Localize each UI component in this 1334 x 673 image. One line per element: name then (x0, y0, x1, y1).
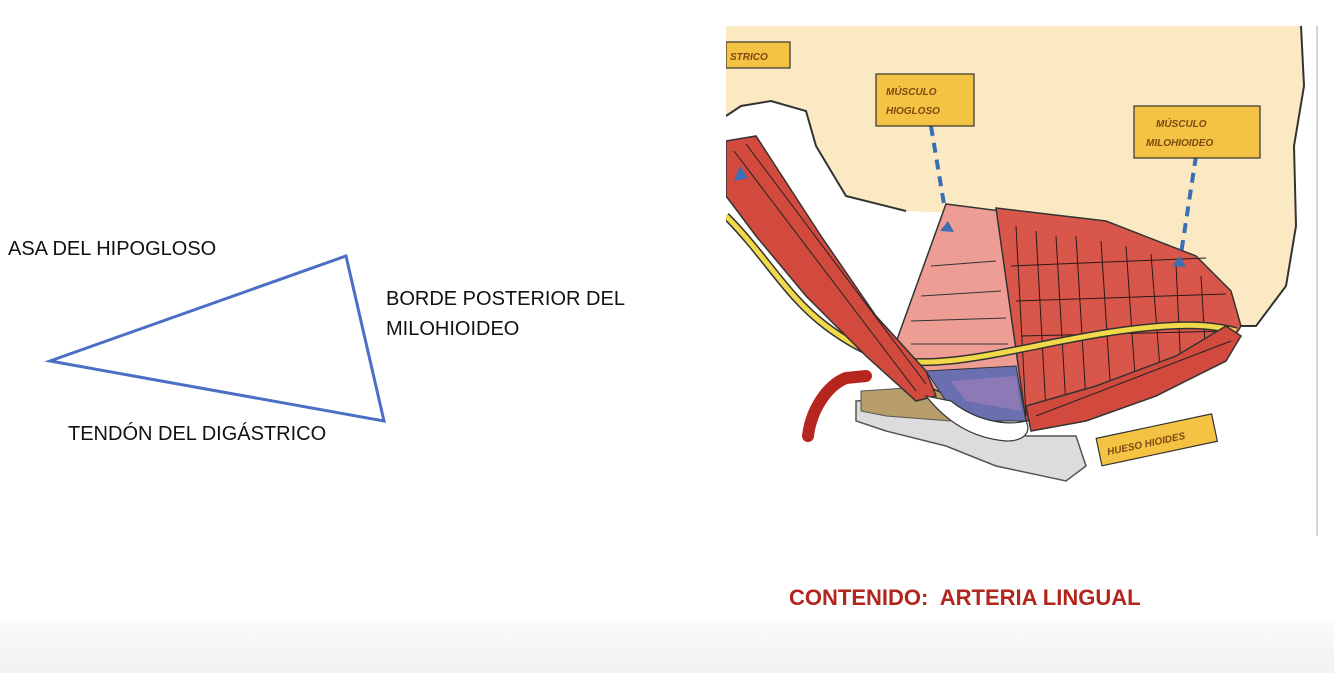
digastric-muscle (726, 135, 938, 402)
tag-digastrico-text: STRICO (730, 52, 768, 63)
tag-milohioideo-line1: MÚSCULO (1156, 117, 1207, 130)
label-borde-line2: MILOHIOIDEO (386, 318, 520, 340)
tag-digastrico: STRICO (726, 41, 791, 69)
lingual-artery (802, 370, 872, 442)
tag-musculo-hiogloso: MÚSCULO HIOGLOSO (875, 73, 975, 127)
label-tendon-del-digastrico: TENDÓN DEL DIGÁSTRICO (68, 423, 327, 445)
tag-hiogloso-line2: HIOGLOSO (886, 106, 940, 117)
tag-hiogloso-line1: MÚSCULO (886, 85, 937, 98)
bottom-bar (0, 620, 1334, 673)
triangle-diagram (44, 254, 386, 423)
tag-milohioideo-line2: MILOHIOIDEO (1146, 138, 1213, 149)
content-caption: CONTENIDO: ARTERIA LINGUAL (789, 585, 1141, 610)
tag-musculo-milohioideo: MÚSCULO MILOHIOIDEO (1133, 105, 1261, 159)
anatomy-illustration: STRICO MÚSCULO HIOGLOSO MÚSCULO MILOHIOI… (726, 26, 1320, 536)
triangle-outline (44, 254, 386, 423)
label-borde-line1: BORDE POSTERIOR DEL (386, 288, 625, 310)
tag-hueso-hioides: HUESO HIOIDES (1095, 413, 1219, 467)
label-borde-posterior: BORDE POSTERIOR DEL MILOHIOIDEO (386, 284, 625, 344)
label-asa-del-hipogloso: ASA DEL HIPOGLOSO (8, 238, 217, 260)
